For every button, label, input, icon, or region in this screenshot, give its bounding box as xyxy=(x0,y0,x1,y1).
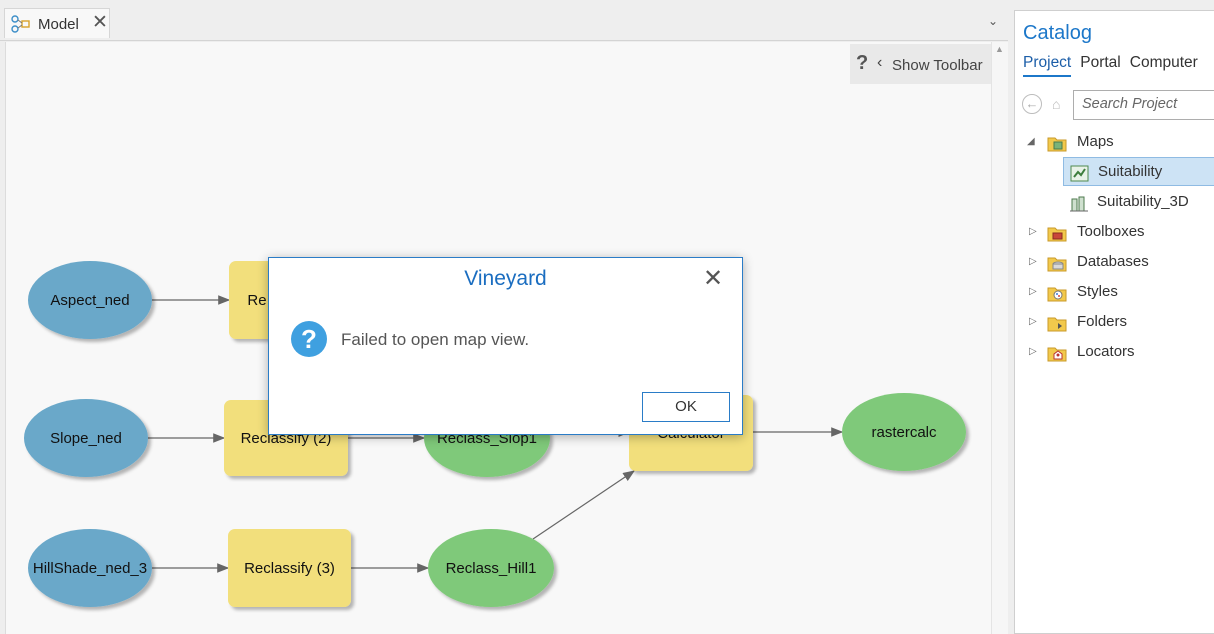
toolbox-folder-icon xyxy=(1047,224,1067,242)
node-reclass_hill1[interactable]: Reclass_Hill1 xyxy=(428,529,554,607)
tab-project[interactable]: Project xyxy=(1023,54,1072,77)
folders-icon xyxy=(1047,314,1067,332)
node-label: Reclassify (3) xyxy=(244,560,335,577)
catalog-title: Catalog xyxy=(1023,22,1092,44)
dialog-message: Failed to open map view. xyxy=(341,330,530,349)
node-label: Reclass_Hill1 xyxy=(446,560,537,577)
tree-item-label: Toolboxes xyxy=(1077,223,1145,240)
scroll-up-icon[interactable]: ▲ xyxy=(995,44,1004,54)
node-label: rastercalc xyxy=(871,424,937,441)
vertical-scrollbar[interactable]: ▲ xyxy=(991,42,1008,634)
close-icon[interactable]: ✕ xyxy=(703,265,724,292)
node-label: Re xyxy=(247,292,266,309)
node-label: HillShade_ned_3 xyxy=(33,560,147,577)
tree-item-label: Locators xyxy=(1077,343,1135,360)
document-tab-strip: Model ✕ ⌄ xyxy=(0,0,1008,41)
catalog-pane: Catalog Project Portal Computer ← ⌂ Search… xyxy=(1014,10,1214,634)
node-hillshade[interactable]: HillShade_ned_3 xyxy=(28,529,152,607)
chevron-down-icon[interactable]: ⌄ xyxy=(988,14,999,28)
tab-label: Model xyxy=(38,16,79,33)
search-input[interactable]: Search Project xyxy=(1073,90,1214,120)
tree-item-suitability[interactable]: Suitability xyxy=(1063,157,1214,186)
tree-item-locators[interactable]: ▷ Locators xyxy=(1023,338,1213,366)
error-dialog: Vineyard ✕ ? Failed to open map view. OK xyxy=(268,257,743,435)
show-toolbar-label: Show Toolbar xyxy=(892,57,983,74)
maps-folder-icon xyxy=(1047,134,1067,152)
chevron-left-icon: ‹ xyxy=(877,54,883,71)
collapse-icon[interactable]: ◢ xyxy=(1027,136,1035,147)
dialog-title: Vineyard xyxy=(464,267,547,290)
ok-button[interactable]: OK xyxy=(642,392,730,422)
home-icon[interactable]: ⌂ xyxy=(1052,96,1061,112)
tab-portal[interactable]: Portal xyxy=(1080,54,1121,71)
node-rastercalc[interactable]: rastercalc xyxy=(842,393,966,471)
node-label: Aspect_ned xyxy=(50,292,129,309)
node-shape[interactable] xyxy=(28,529,152,607)
database-folder-icon xyxy=(1047,254,1067,272)
connector-reclass_hill1-to-calculator[interactable] xyxy=(532,470,635,540)
show-toolbar-button[interactable]: ? ‹ Show Toolbar xyxy=(850,44,991,84)
expand-icon[interactable]: ▷ xyxy=(1029,256,1037,267)
node-shape[interactable] xyxy=(24,399,148,477)
close-tab-icon[interactable]: ✕ xyxy=(92,12,108,33)
tree-item-maps[interactable]: ◢ Maps xyxy=(1023,128,1213,156)
node-aspect[interactable]: Aspect_ned xyxy=(28,261,152,339)
tree-item-label: Suitability xyxy=(1098,163,1163,180)
catalog-tabs: Project Portal Computer xyxy=(1023,54,1207,77)
tree-item-folders[interactable]: ▷ Folders xyxy=(1023,308,1213,336)
tree-item-label: Databases xyxy=(1077,253,1149,270)
tree-item-label: Styles xyxy=(1077,283,1118,300)
tab-model[interactable]: Model ✕ xyxy=(4,8,110,38)
tree-item-toolboxes[interactable]: ▷ Toolboxes xyxy=(1023,218,1213,246)
map-icon xyxy=(1070,164,1090,182)
node-slope[interactable]: Slope_ned xyxy=(24,399,148,477)
tree-item-suitability-3d[interactable]: Suitability_3D xyxy=(1063,188,1213,216)
node-shape[interactable] xyxy=(842,393,966,471)
tab-computer[interactable]: Computer xyxy=(1129,54,1198,71)
node-shape[interactable] xyxy=(428,529,554,607)
expand-icon[interactable]: ▷ xyxy=(1029,286,1037,297)
help-icon[interactable]: ? xyxy=(856,52,869,74)
expand-icon[interactable]: ▷ xyxy=(1029,346,1037,357)
back-arrow-icon[interactable]: ← xyxy=(1022,94,1042,114)
tree-item-databases[interactable]: ▷ Databases xyxy=(1023,248,1213,276)
tree-item-label: Folders xyxy=(1077,313,1128,330)
scene-icon xyxy=(1069,194,1089,212)
model-builder-icon xyxy=(11,15,31,33)
locators-folder-icon xyxy=(1047,344,1067,362)
expand-icon[interactable]: ▷ xyxy=(1029,226,1037,237)
styles-folder-icon xyxy=(1047,284,1067,302)
node-reclass3[interactable]: Reclassify (3) xyxy=(228,529,351,607)
tree-item-label: Maps xyxy=(1077,133,1114,150)
node-shape[interactable] xyxy=(228,529,351,607)
question-icon: ? xyxy=(291,321,327,357)
node-shape[interactable] xyxy=(28,261,152,339)
tree-item-styles[interactable]: ▷ Styles xyxy=(1023,278,1213,306)
tree-item-label: Suitability_3D xyxy=(1097,193,1189,210)
node-label: Slope_ned xyxy=(50,430,122,447)
expand-icon[interactable]: ▷ xyxy=(1029,316,1037,327)
